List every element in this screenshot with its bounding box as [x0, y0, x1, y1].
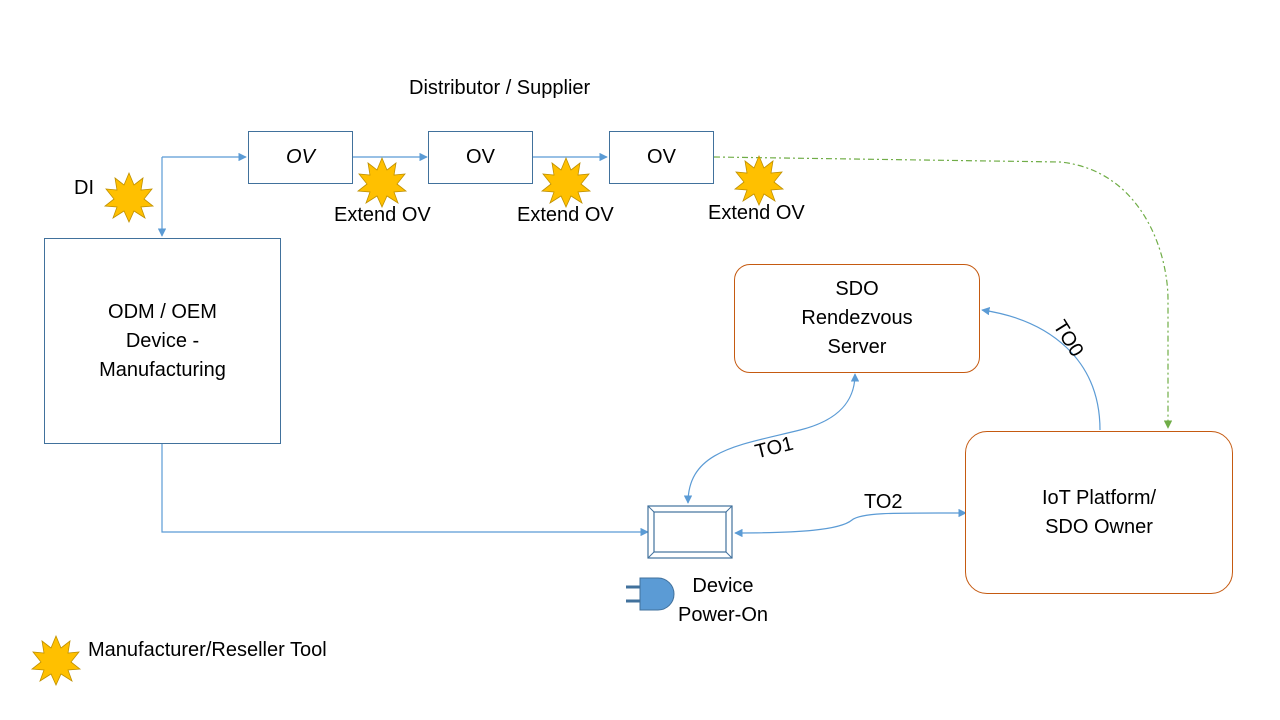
to0-connector — [981, 306, 1101, 431]
starburst-icon-ov3 — [733, 154, 785, 206]
to2-connector — [734, 508, 967, 538]
odm-oem-manufacturing-box: ODM / OEM Device - Manufacturing — [44, 238, 281, 444]
starburst-icon-ov1 — [356, 156, 408, 208]
starburst-icon-legend — [30, 634, 82, 686]
ov-to-owner-connector — [713, 156, 1173, 429]
starburst-icon-ov2 — [540, 156, 592, 208]
diagram-title: Distributor / Supplier — [409, 77, 591, 99]
extend-ov-label-2: Extend OV — [517, 204, 614, 226]
ov-box-1: OV — [248, 131, 353, 184]
extend-ov-label-1: Extend OV — [334, 204, 431, 226]
device-power-on-label: Device Power-On — [677, 575, 769, 626]
ov-box-2: OV — [428, 131, 533, 184]
device-icon — [647, 505, 733, 559]
power-plug-icon — [626, 577, 675, 611]
extend-ov-label-3: Extend OV — [708, 202, 805, 224]
legend-label: Manufacturer/Reseller Tool — [88, 639, 327, 661]
odm-to-device-connector — [161, 444, 649, 537]
ov-box-3: OV — [609, 131, 714, 184]
to2-label: TO2 — [864, 491, 903, 513]
di-label: DI — [74, 177, 94, 199]
starburst-icon-di — [103, 171, 155, 223]
to1-connector — [683, 373, 860, 504]
iot-platform-owner-box: IoT Platform/ SDO Owner — [965, 431, 1233, 594]
rendezvous-server-box: SDO Rendezvous Server — [734, 264, 980, 373]
